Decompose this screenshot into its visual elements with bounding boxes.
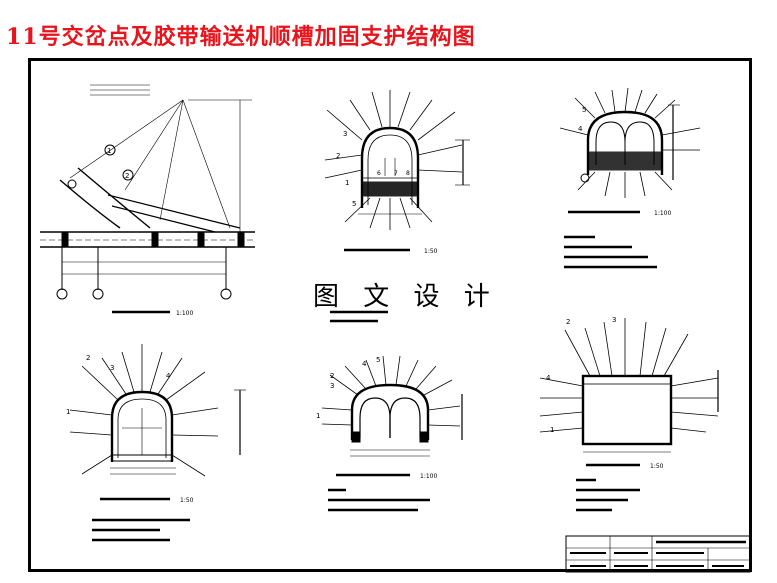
sbc-scale: 1:100 — [420, 473, 437, 480]
sbc-callout-5: 5 — [376, 356, 380, 364]
page-title: 11号交岔点及胶带输送机顺槽加固支护结构图 — [6, 24, 476, 50]
sbl-callout-1: 1 — [66, 408, 70, 416]
stc-callout-1: 1 — [345, 179, 349, 187]
str-notes — [564, 235, 657, 269]
sbr-callout-4: 4 — [546, 374, 551, 382]
sbc-callout-2: 2 — [330, 372, 334, 380]
sbl-callout-4: 4 — [166, 372, 171, 380]
str-callout-5: 5 — [582, 106, 586, 114]
stc-callout-5: 5 — [352, 200, 356, 208]
drawing-sheet-border — [28, 58, 752, 572]
stc-callout-7: 7 — [394, 170, 398, 177]
sbc-callout-3: 3 — [330, 382, 334, 390]
center-notes — [330, 310, 388, 323]
sbc-callout-1: 1 — [316, 412, 320, 420]
stc-callout-2: 2 — [336, 152, 340, 160]
plan-view: 1 2 1:100 — [40, 84, 255, 317]
section-bottom-left: 1 2 3 4 1:50 — [66, 344, 246, 542]
sbr-notes — [576, 478, 640, 512]
sbr-scale: 1:50 — [650, 463, 664, 470]
plan-callout-1: 1 — [107, 147, 111, 155]
watermark: 图 文 设 计 — [313, 282, 498, 312]
sbc-callout-4: 4 — [362, 360, 367, 368]
plan-scale: 1:100 — [176, 310, 193, 317]
section-top-center: 3 2 1 5 6 7 8 1:50 — [324, 90, 470, 255]
stc-callout-8: 8 — [406, 170, 410, 177]
sbl-scale: 1:50 — [180, 497, 194, 504]
sbc-notes — [328, 488, 430, 512]
section-bottom-center: 1 2 3 4 5 1:100 — [316, 355, 463, 512]
sbl-callout-3: 3 — [110, 364, 114, 372]
title-block — [565, 535, 751, 573]
stc-scale: 1:50 — [424, 248, 438, 255]
str-scale: 1:100 — [654, 210, 671, 217]
stc-callout-6: 6 — [377, 170, 381, 177]
stc-callout-3: 3 — [343, 130, 347, 138]
section-bottom-right: 4 1 2 3 1:50 — [539, 316, 719, 512]
section-top-right: 4 5 1:100 — [559, 87, 701, 269]
sbl-callout-2: 2 — [86, 354, 90, 362]
sbr-callout-3: 3 — [612, 316, 616, 324]
sbr-callout-1: 1 — [550, 426, 554, 434]
plan-callout-2: 2 — [125, 172, 129, 180]
sbl-notes — [92, 518, 190, 542]
str-callout-4: 4 — [578, 125, 583, 133]
sbr-callout-2: 2 — [566, 318, 570, 326]
